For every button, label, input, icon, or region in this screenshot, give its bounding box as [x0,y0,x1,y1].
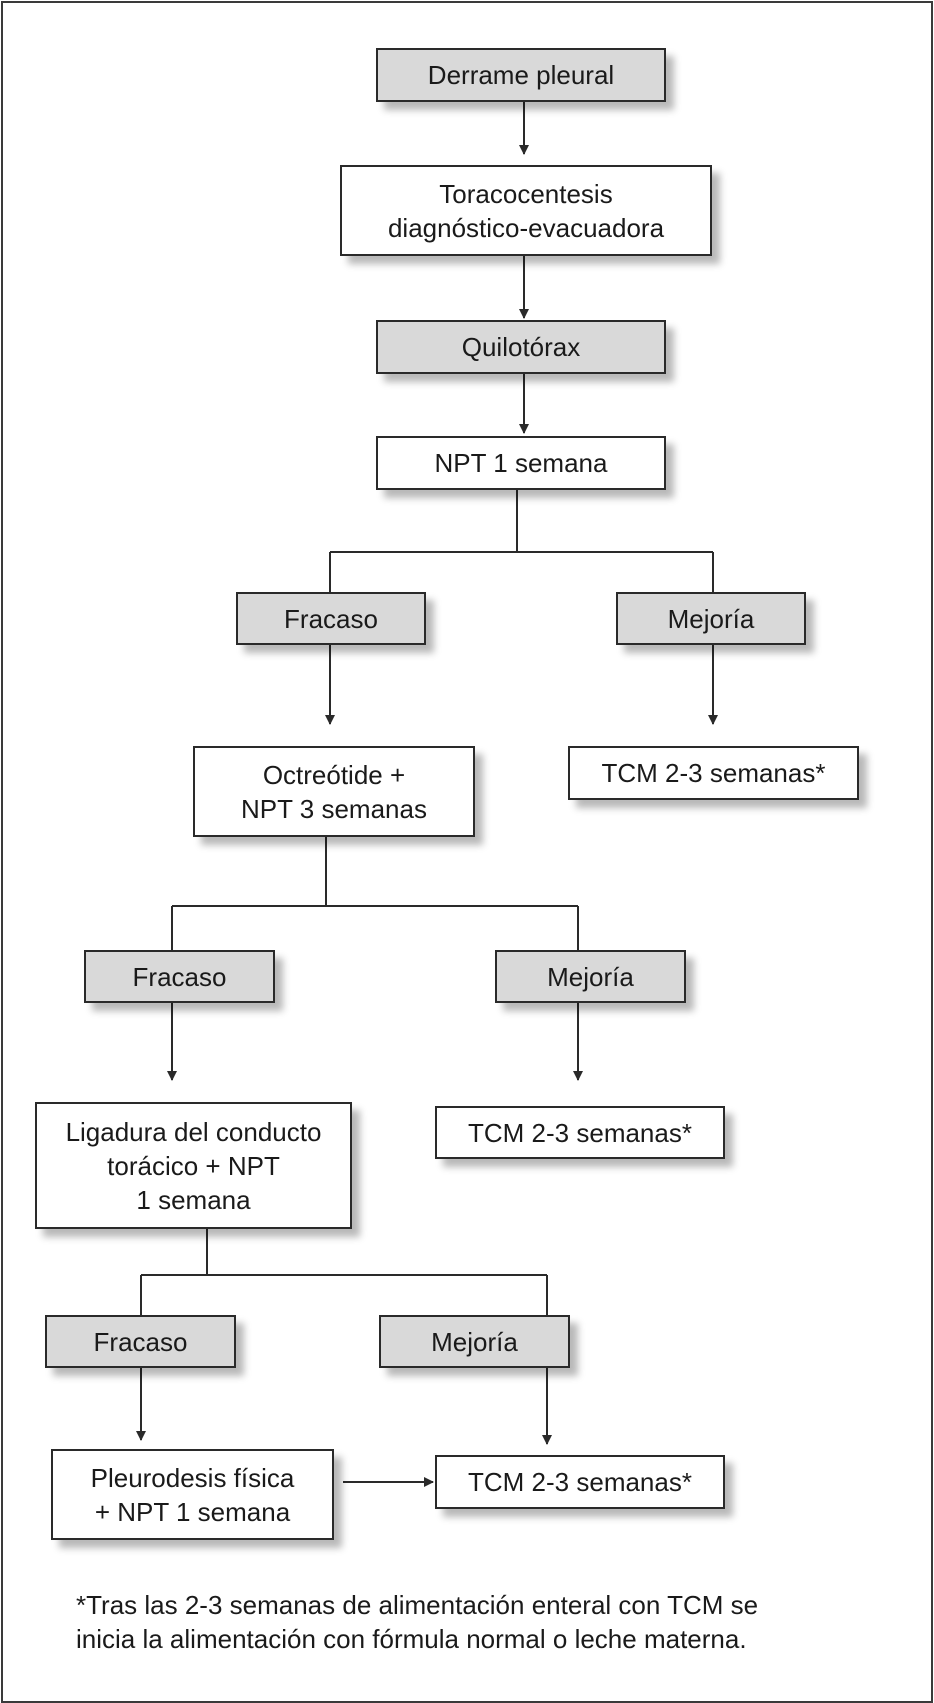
node-mejoria-3: Mejoría [379,1315,570,1368]
node-tcm-3: TCM 2-3 semanas* [435,1455,725,1509]
node-derrame-pleural: Derrame pleural [376,48,666,102]
node-pleurodesis: Pleurodesis física + NPT 1 semana [51,1449,334,1540]
node-quilotorax: Quilotórax [376,320,666,374]
branch-octreotide [171,837,579,950]
node-toracocentesis: Toracocentesis diagnóstico-evacuadora [340,165,712,256]
node-fracaso-3: Fracaso [45,1315,236,1368]
node-npt-1-semana: NPT 1 semana [376,436,666,490]
node-tcm-1: TCM 2-3 semanas* [568,746,859,800]
footnote: *Tras las 2-3 semanas de alimentación en… [76,1590,759,1654]
node-mejoria-2: Mejoría [495,950,686,1003]
node-octreotide: Octreótide + NPT 3 semanas [193,746,475,837]
branch-ligadura [140,1229,548,1315]
node-fracaso-2: Fracaso [84,950,275,1003]
node-fracaso-1: Fracaso [236,592,426,645]
node-mejoria-1: Mejoría [616,592,806,645]
node-tcm-2: TCM 2-3 semanas* [435,1106,725,1159]
node-ligadura: Ligadura del conducto torácico + NPT 1 s… [35,1102,352,1229]
branch-npt [329,490,714,592]
